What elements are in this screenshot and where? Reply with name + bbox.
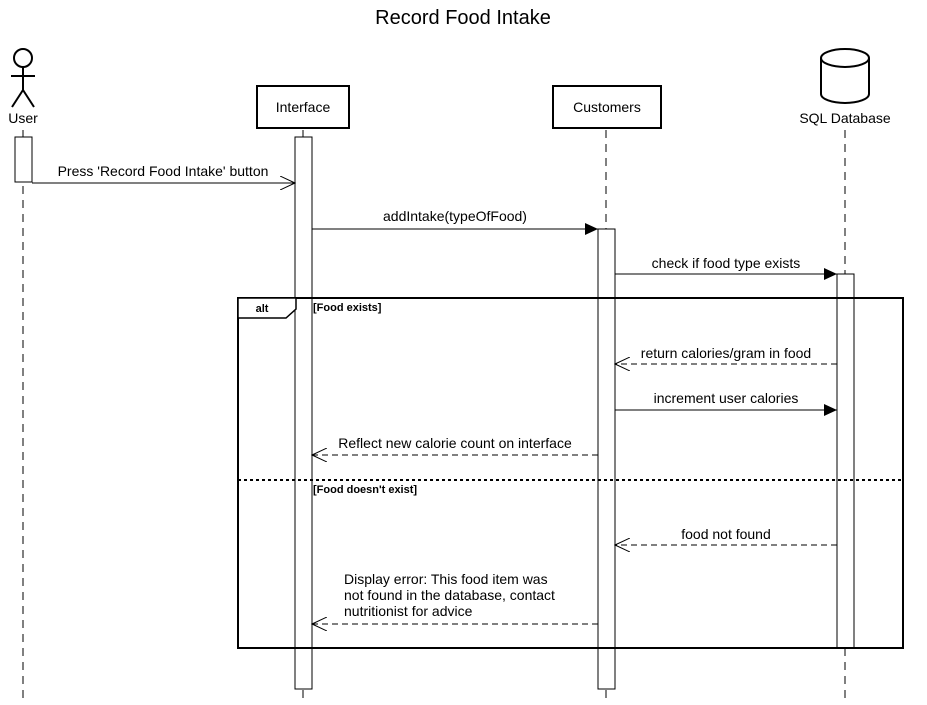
message-label-6: Reflect new calorie count on interface [338,435,572,451]
diagram-title: Record Food Intake [375,7,551,29]
database-activation-bar [836,273,855,649]
message-label-1: Press 'Record Food Intake' button [58,163,269,179]
interface-activation-bar [294,136,313,690]
interface-participant-box [256,85,350,129]
user-activation-bar [14,136,33,183]
alt-operator-label: alt [256,303,269,315]
database-label: SQL Database [799,110,891,126]
database-cylinder-icon [820,48,870,104]
message-label-2: addIntake(typeOfFood) [383,208,527,224]
alt-guard-food-exists: [Food exists] [313,302,382,314]
customers-activation-bar [597,228,616,690]
customers-participant-box [552,85,662,129]
alt-fragment-frame [237,297,904,649]
alt-operator-tab [237,297,297,319]
message-label-5: increment user calories [654,390,799,406]
interface-label: Interface [276,99,331,115]
user-label: User [8,110,38,126]
message-label-3: check if food type exists [652,255,801,271]
message-label-4: return calories/gram in food [641,345,811,361]
customers-label: Customers [573,99,641,115]
message-label-7: food not found [681,526,771,542]
message-label-8-line-2: not found in the database, contact [344,587,555,603]
message-label-8-line-1: Display error: This food item was [344,571,548,587]
message-label-8-line-3: nutritionist for advice [344,603,473,619]
user-actor-icon [11,48,35,108]
alt-guard-food-not-exist: [Food doesn't exist] [313,484,417,496]
